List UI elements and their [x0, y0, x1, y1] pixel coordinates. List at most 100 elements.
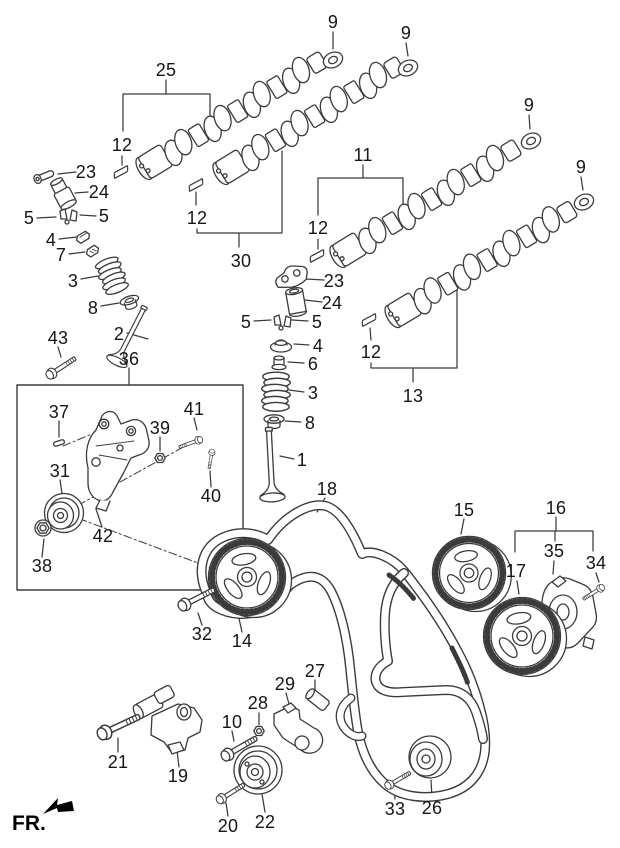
part-callout-43: 43	[47, 328, 69, 348]
pin-37	[52, 439, 66, 447]
part-callout-16: 16	[545, 498, 567, 518]
valve-lifter-24-left	[49, 177, 77, 211]
part-callout-41: 41	[183, 399, 205, 419]
idler-pulley-26	[408, 735, 452, 779]
tensioner-pulley-22	[233, 745, 283, 795]
part-callout-23-a: 23	[75, 162, 97, 182]
nut-39	[154, 452, 166, 464]
valve-spring-3-left	[92, 253, 132, 298]
part-callout-23-b: 23	[323, 271, 345, 291]
spring-retainer-8-center	[263, 414, 285, 430]
part-callout-31: 31	[49, 461, 71, 481]
part-callout-19: 19	[167, 766, 189, 786]
cam-sprocket-14	[209, 539, 292, 618]
part-callout-18: 18	[316, 479, 338, 499]
part-callout-29: 29	[274, 674, 296, 694]
bolt-20	[213, 779, 248, 807]
belt-tensioner-arm-29	[273, 702, 324, 754]
part-callout-4-b: 4	[312, 336, 324, 356]
part-callout-5-c: 5	[240, 312, 252, 332]
bolt-41	[177, 434, 205, 452]
fr-direction-arrow-icon	[43, 798, 74, 814]
valve-keepers-5-center	[273, 314, 292, 331]
part-callout-15: 15	[453, 500, 475, 520]
part-callout-9-b: 9	[400, 23, 412, 43]
part-callout-40: 40	[200, 486, 222, 506]
part-callout-5-b: 5	[98, 206, 110, 226]
part-callout-4-a: 4	[45, 230, 57, 250]
part-callout-27: 27	[304, 661, 326, 681]
part-callout-39: 39	[149, 418, 171, 438]
camshaft-oil-seal-9-c	[518, 129, 544, 153]
part-callout-30: 30	[230, 251, 252, 271]
timing-belt-18	[196, 500, 491, 802]
part-callout-10: 10	[221, 712, 243, 732]
part-callout-35: 35	[543, 541, 565, 561]
part-callout-38: 38	[31, 556, 53, 576]
part-callout-9-d: 9	[575, 157, 587, 177]
nut-38	[34, 519, 52, 537]
part-callout-42: 42	[92, 526, 114, 546]
clip-4-left	[76, 230, 91, 244]
screw-40	[205, 448, 216, 470]
part-callout-32: 32	[191, 624, 213, 644]
spacer-pin-27	[305, 688, 330, 711]
spring-retainer-8-left	[118, 292, 142, 313]
part-callout-22: 22	[254, 812, 276, 832]
part-callout-12-b: 12	[186, 208, 208, 228]
part-callout-5-a: 5	[23, 208, 35, 228]
valve-stem-seal-6	[271, 355, 287, 371]
part-callout-8-b: 8	[304, 413, 316, 433]
valve-1	[255, 426, 286, 504]
part-callout-36: 36	[118, 349, 140, 369]
clip-7	[86, 244, 100, 258]
part-callout-8-a: 8	[87, 298, 99, 318]
part-callout-6: 6	[307, 354, 319, 374]
clip-23-left	[33, 170, 55, 185]
cam-sprocket-15	[432, 536, 511, 611]
camshaft-oil-seal-9-b	[395, 56, 421, 80]
part-callout-9-a: 9	[327, 12, 339, 32]
camshaft-key-12-b	[186, 177, 206, 193]
camshaft-key-12-a	[111, 164, 131, 180]
part-callout-37: 37	[48, 402, 70, 422]
camshaft-key-12-c	[307, 248, 327, 264]
part-callout-1: 1	[296, 450, 308, 470]
part-callout-2: 2	[113, 324, 125, 344]
part-callout-25: 25	[155, 60, 177, 80]
part-callout-13: 13	[402, 386, 424, 406]
idler-pulley-31	[43, 492, 85, 534]
part-callout-20: 20	[217, 816, 239, 836]
camshaft-oil-seal-9-d	[571, 190, 597, 214]
sub-assembly-box-36	[16, 384, 244, 591]
bolt-43	[43, 353, 79, 382]
valve-keepers-5-left	[59, 208, 78, 225]
part-callout-5-d: 5	[311, 312, 323, 332]
part-callout-34: 34	[585, 553, 607, 573]
part-callout-12-d: 12	[360, 342, 382, 362]
part-callout-9-c: 9	[523, 95, 535, 115]
idler-bracket-42	[85, 410, 150, 512]
part-callout-26: 26	[421, 798, 443, 818]
part-callout-28: 28	[247, 693, 269, 713]
clip-23-center	[275, 265, 308, 289]
part-callout-21: 21	[107, 752, 129, 772]
part-callout-24-a: 24	[88, 182, 110, 202]
assembly-axis-lines	[62, 433, 215, 570]
part-callout-3-b: 3	[307, 383, 319, 403]
part-callout-33: 33	[384, 799, 406, 819]
camshaft-key-12-d	[359, 312, 379, 328]
part-callout-14: 14	[231, 631, 253, 651]
part-callout-12-c: 12	[307, 218, 329, 238]
callout-leader-lines	[36, 31, 600, 817]
crank-sensor-bracket-19	[132, 684, 203, 755]
part-callout-11: 11	[353, 145, 373, 165]
part-callout-7: 7	[55, 245, 67, 265]
spring-seat-4	[269, 339, 293, 353]
bolt-21	[94, 709, 144, 744]
part-callout-12-a: 12	[111, 135, 133, 155]
part-callout-3-a: 3	[67, 271, 79, 291]
valve-lifter-24-center	[285, 287, 307, 317]
